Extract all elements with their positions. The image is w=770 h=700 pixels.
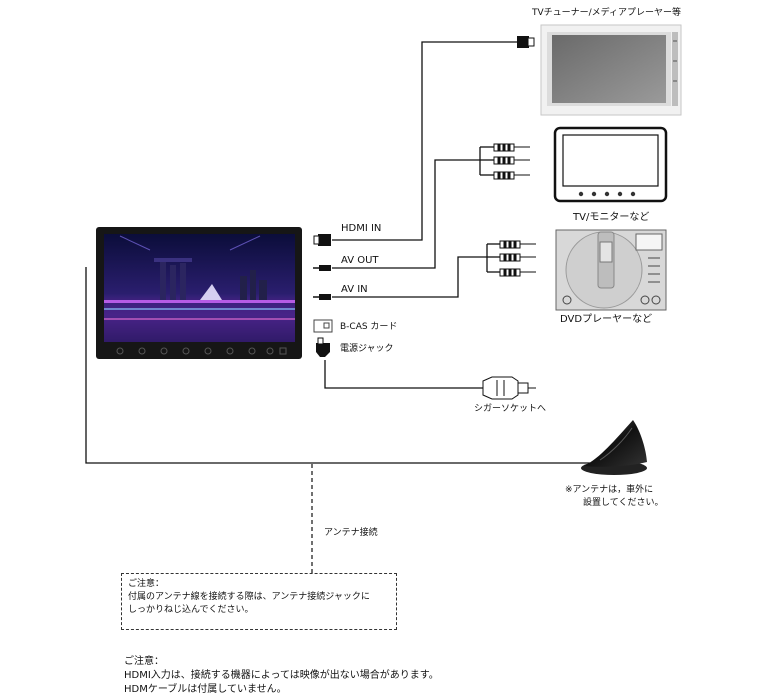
power-plug xyxy=(316,337,330,357)
label-bcas: B-CAS カード xyxy=(340,322,398,332)
label-cigar-socket: シガーソケットへ xyxy=(474,404,547,414)
caution-box-line2: しっかりねじ込んでください。 xyxy=(128,605,254,615)
label-tv-monitor: TV/モニターなど xyxy=(573,212,650,223)
label-dvd-player: DVDプレーヤーなど xyxy=(560,314,653,325)
label-hdmi-in: HDMI IN xyxy=(341,223,382,234)
label-av-in: AV IN xyxy=(341,284,368,295)
rca-plugs-out xyxy=(493,143,530,180)
hdmi-plug-tuner xyxy=(517,36,535,48)
dvd-player-device xyxy=(555,229,667,311)
label-antenna-note-2: 設置してください。 xyxy=(583,498,664,508)
caution-box-line1: 付属のアンテナ線を接続する際は、アンテナ接続ジャックに xyxy=(128,592,370,602)
label-antenna-connect: アンテナ接続 xyxy=(324,528,378,538)
caution-box-heading: ご注意： xyxy=(128,579,165,589)
cables xyxy=(85,41,590,464)
label-antenna-note-1: ※アンテナは，車外に xyxy=(565,485,654,495)
label-power-jack: 電源ジャック xyxy=(340,344,394,354)
hdmi-plug xyxy=(313,234,331,246)
av-in-plug xyxy=(313,294,331,300)
portable-tv xyxy=(96,227,302,359)
caution-bottom: ご注意： HDMI入力は、接続する機器によっては映像が出ない場合があります。 H… xyxy=(124,655,439,697)
label-av-out: AV OUT xyxy=(341,255,379,266)
bcas-card-icon xyxy=(313,319,333,333)
cigar-plug xyxy=(482,376,536,400)
rca-plugs-in xyxy=(499,240,536,277)
shark-fin-antenna xyxy=(581,420,647,475)
label-tv-tuner: TVチューナー/メディアプレーヤー等 xyxy=(532,8,682,18)
av-out-plug xyxy=(313,265,331,271)
caution-bottom-heading: ご注意： xyxy=(124,656,164,667)
tv-tuner-device xyxy=(540,24,682,116)
caution-bottom-line1: HDMI入力は、接続する機器によっては映像が出ない場合があります。 xyxy=(124,670,439,681)
tv-monitor-device xyxy=(553,126,668,203)
caution-box: ご注意： 付属のアンテナ線を接続する際は、アンテナ接続ジャックに しっかりねじ込… xyxy=(121,573,397,630)
caution-bottom-line2: HDMケーブルは付属していません。 xyxy=(124,684,287,695)
